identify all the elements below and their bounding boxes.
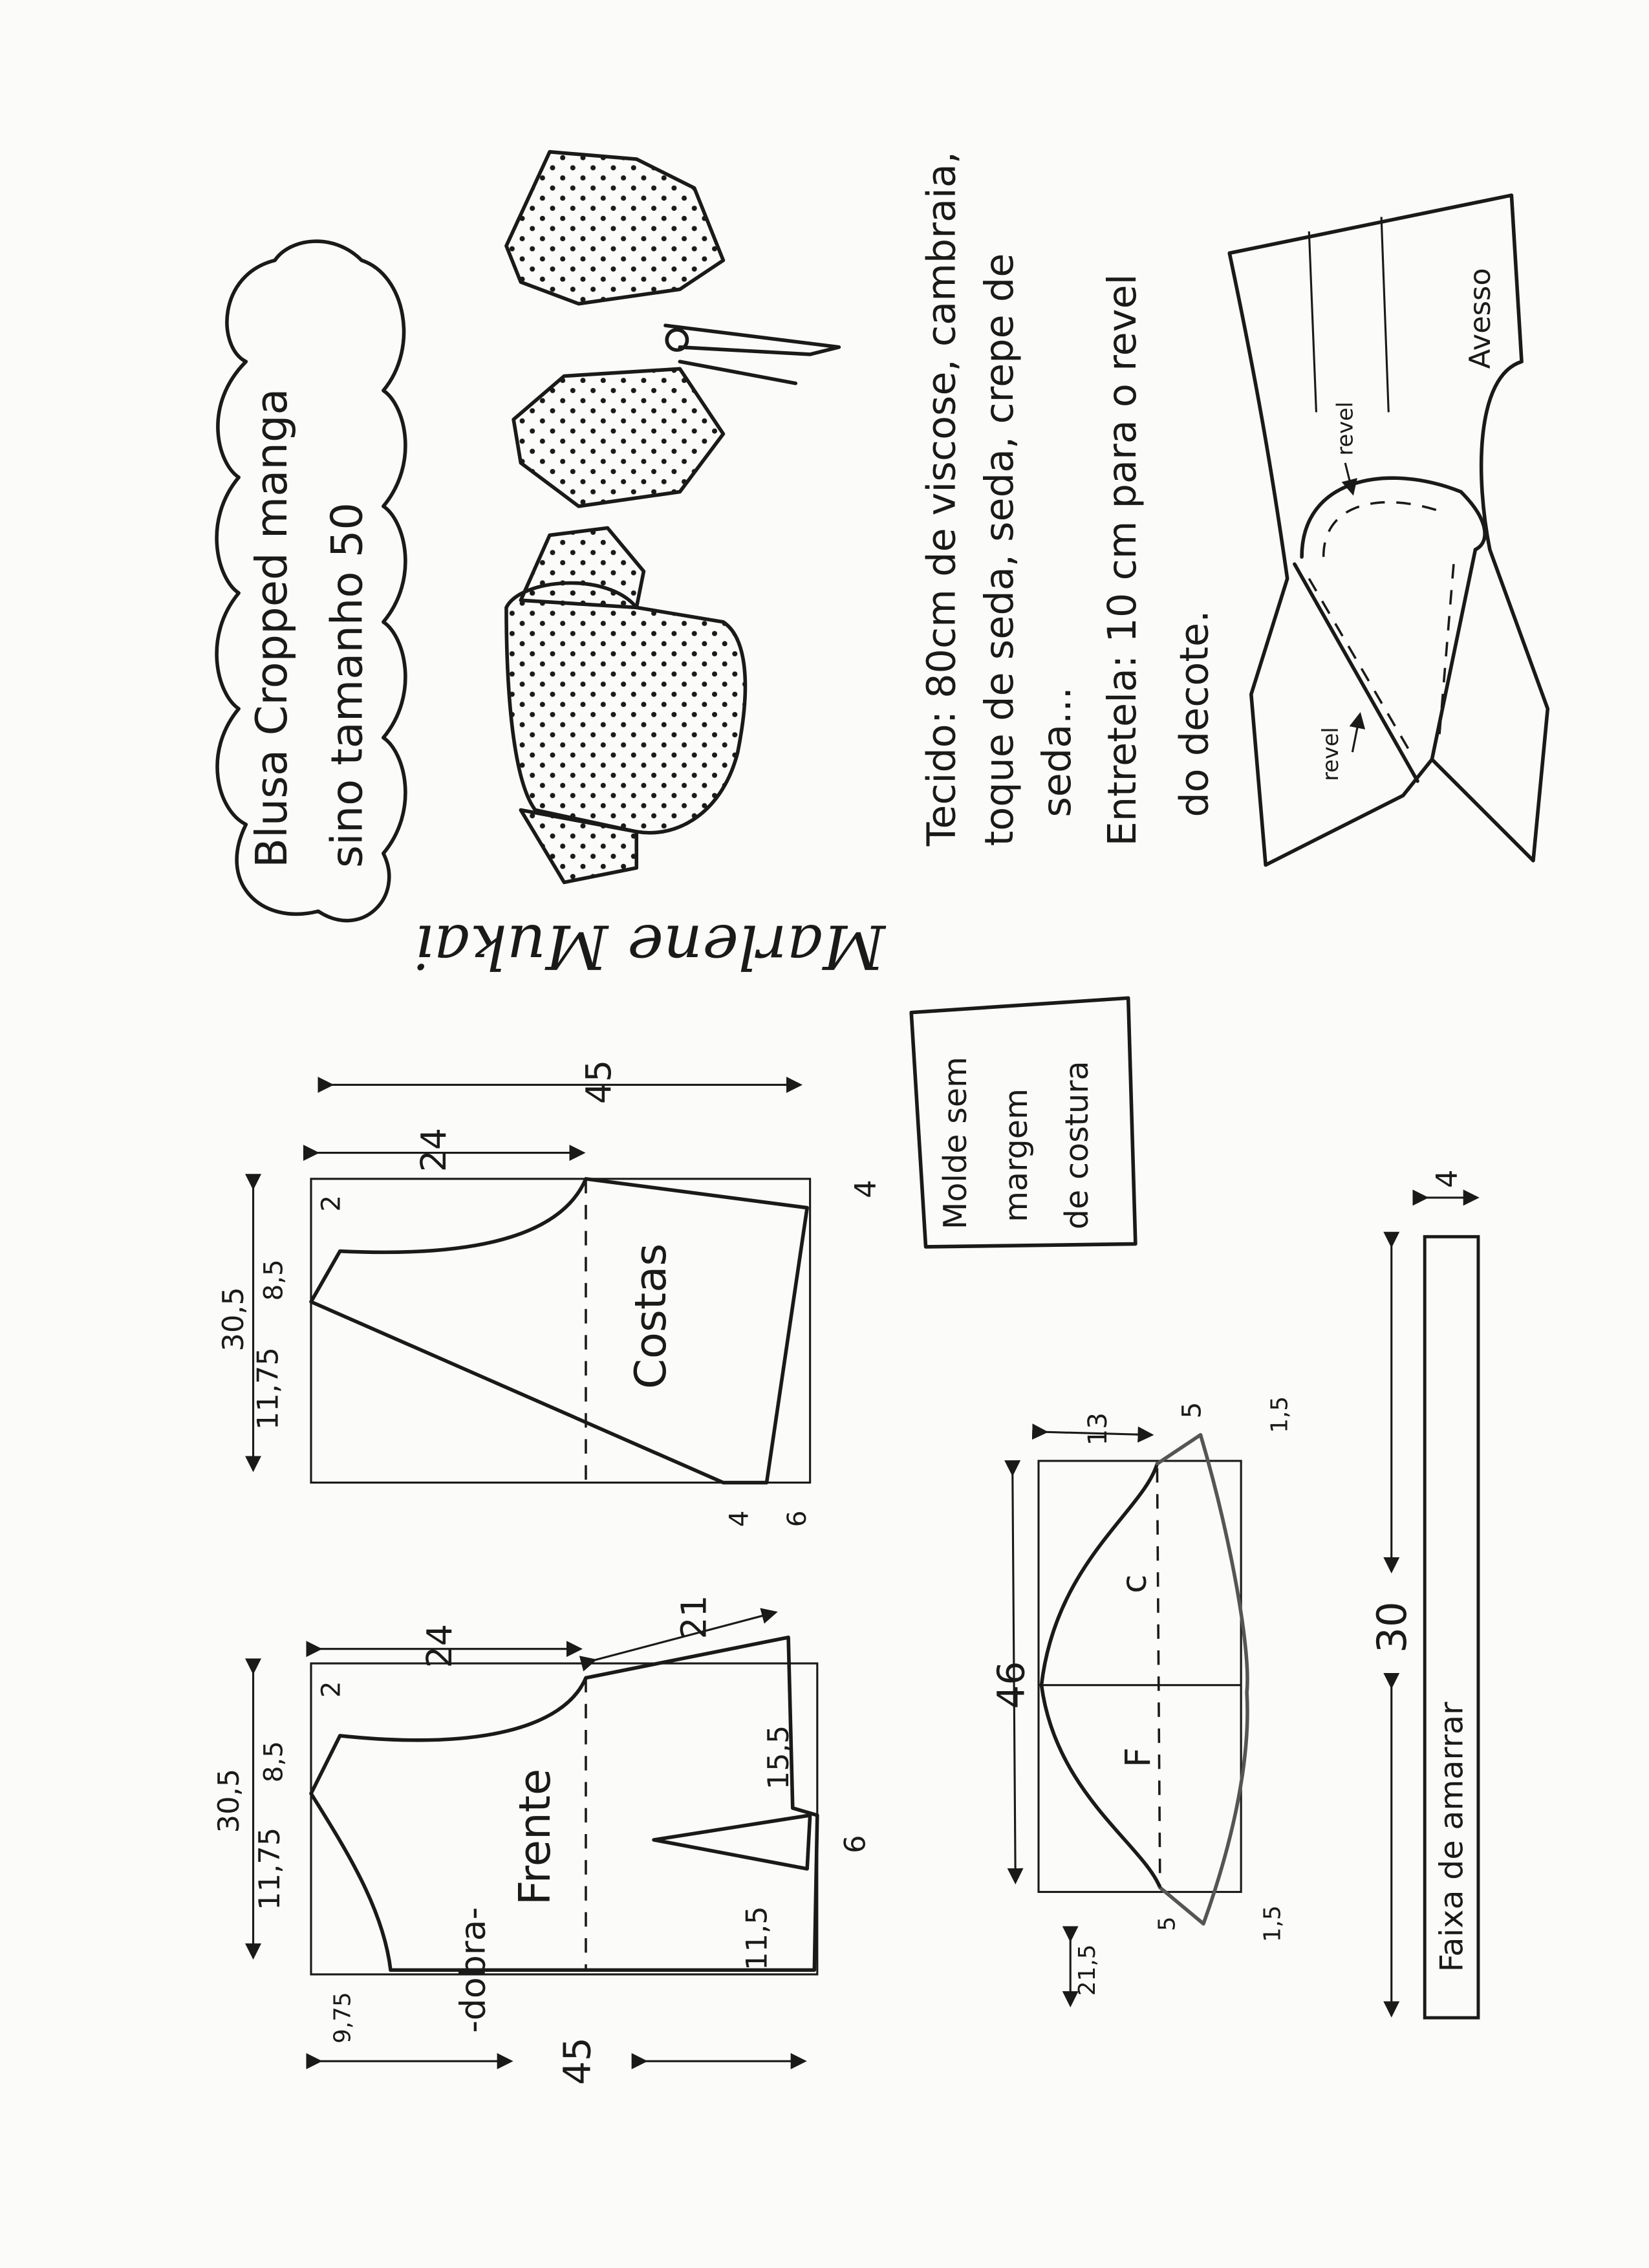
manga-width: 46	[989, 1661, 1033, 1709]
materials-notes: Tecido: 80cm de viscose, cambraia, toque…	[919, 151, 1217, 847]
costas-bottom-a: 4	[724, 1511, 754, 1528]
title-line-2: sino tamanho 50	[321, 502, 372, 868]
frente-shoulder: 8,5	[259, 1741, 288, 1782]
manga-front-label: F	[1117, 1747, 1158, 1767]
facing-diagram: Avesso revel revel	[1227, 193, 1550, 867]
frente-side: 11,75	[252, 1828, 286, 1910]
costas-side: 11,75	[251, 1347, 285, 1430]
title-line-1: Blusa Cropped manga	[246, 388, 297, 868]
materials-line-1: Tecido: 80cm de viscose, cambraia,	[919, 151, 964, 847]
faixa-length: 30	[1368, 1601, 1416, 1653]
revel-label-top: revel	[1332, 402, 1357, 455]
costas-width-total: 45	[578, 1060, 619, 1104]
manga-pattern: 13 5 1,5 46 c F 5 1,5 21,5	[989, 1396, 1293, 2007]
frente-width-total: 45	[555, 2037, 599, 2085]
title-bubble: Blusa Cropped manga sino tamanho 50	[215, 239, 407, 923]
materials-line-4: Entretela: 10 cm para o revel	[1100, 274, 1145, 847]
frente-neck-drop: 2	[317, 1681, 347, 1698]
faixa-label: Faixa de amarrar	[1432, 1701, 1470, 1972]
note-line-1: Molde sem	[936, 1057, 974, 1229]
blouse-sketch	[504, 150, 841, 885]
costas-shoulder: 8,5	[259, 1259, 288, 1301]
costas-hem-right: 4	[848, 1180, 882, 1198]
revel-label-bottom: revel	[1318, 727, 1343, 781]
frente-height: 30,5	[211, 1769, 246, 1833]
frente-pattern: 24 21 2 8,5 30,5 11,75 Frente 15,5 6 11,…	[211, 1595, 872, 2085]
manga-top: 13	[1083, 1412, 1113, 1445]
frente-label: Frente	[510, 1769, 560, 1905]
note-line-2: margem	[997, 1088, 1035, 1222]
costas-neck-drop: 2	[317, 1195, 347, 1212]
manga-bottom-ext: 5	[1154, 1916, 1180, 1931]
seam-allowance-note: Molde sem margem de costura	[909, 996, 1137, 1249]
frente-neck-width: 24	[419, 1624, 460, 1668]
materials-line-3: seda...	[1035, 687, 1080, 817]
materials-line-2: toque de seda, seda, crepe de	[977, 254, 1022, 847]
manga-height: 21,5	[1074, 1944, 1101, 1996]
manga-bottom-rise: 1,5	[1260, 1905, 1286, 1942]
frente-bottom: 9,75	[329, 1992, 356, 2044]
costas-height: 30,5	[216, 1287, 250, 1352]
manga-back-label: c	[1114, 1574, 1154, 1593]
frente-dart-width: 6	[838, 1835, 872, 1853]
frente-dart-pos: 15,5	[761, 1725, 795, 1790]
manga-top-rise: 1,5	[1267, 1396, 1293, 1433]
faixa-pattern: 30 4 Faixa de amarrar	[1368, 1170, 1480, 2020]
costas-pattern: 45 24 2 8,5 30,5 11,75 4 Costas 4 6	[216, 1060, 882, 1527]
faixa-width: 4	[1429, 1170, 1463, 1188]
costas-neck-width: 24	[413, 1128, 454, 1172]
frente-slant: 21	[674, 1595, 715, 1639]
costas-bottom-b: 6	[782, 1511, 812, 1528]
frente-fold: -dobra-	[452, 1907, 493, 2033]
costas-label: Costas	[625, 1244, 676, 1389]
signature: Marlene Mukai	[415, 911, 887, 981]
avesso-label: Avesso	[1463, 268, 1497, 369]
manga-top-ext: 5	[1178, 1402, 1207, 1419]
frente-hem: 11,5	[740, 1906, 774, 1971]
note-line-3: de costura	[1058, 1061, 1095, 1229]
materials-line-5: do decote.	[1172, 610, 1218, 817]
